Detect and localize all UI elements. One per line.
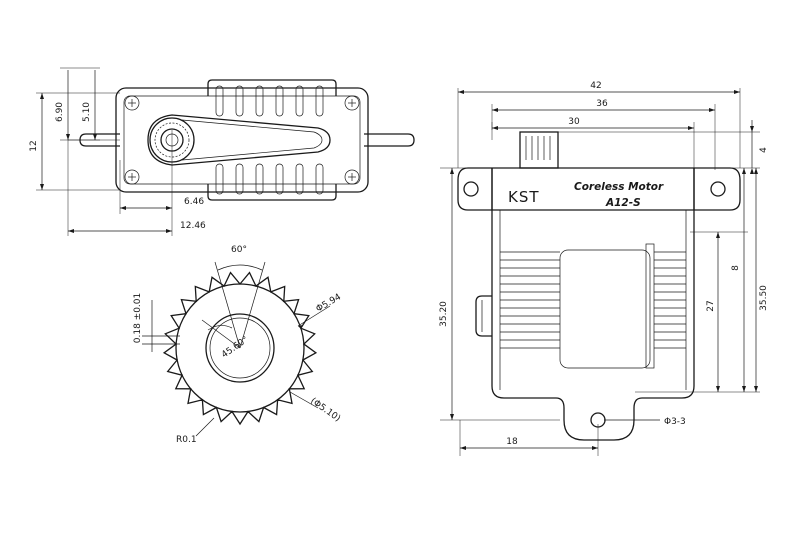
screw-icon <box>124 95 140 111</box>
servo-arm <box>147 114 331 166</box>
servo-case <box>491 168 695 441</box>
screw-icon <box>344 169 360 185</box>
dim-top-height-total: 12 <box>29 140 39 151</box>
cooling-fins-left <box>500 251 560 349</box>
model-line-2: A12-S <box>605 197 641 209</box>
gear-spline <box>162 271 318 426</box>
mount-hole-right <box>710 181 726 197</box>
dim-top-offset-large: 12.46 <box>180 221 206 231</box>
dim-gear-tooth-depth: 0.18 ±0.01 <box>133 293 143 343</box>
top-view: 12 6.90 5.10 6.46 12.46 <box>29 67 415 236</box>
model-line-1: Coreless Motor <box>574 181 664 193</box>
cooling-fins-top <box>215 85 324 117</box>
gear-view: 60° 0.18 ±0.01 Φ5.94 45.60° (Φ5.10) R0.1 <box>133 245 343 445</box>
dim-side-height-body: 27 <box>706 300 716 311</box>
mount-hole-left <box>463 181 479 197</box>
dim-side-width-mount: 36 <box>596 99 608 109</box>
gear-angle-lines <box>201 261 266 349</box>
dim-gear-outer-dia: Φ5.94 <box>315 292 344 314</box>
dim-top-offset-small: 6.46 <box>184 197 204 207</box>
dim-side-height-left: 35.20 <box>439 301 449 327</box>
screw-icon <box>344 95 360 111</box>
dim-gear-angle: 60° <box>231 245 247 255</box>
cable-exit <box>475 295 492 337</box>
screw-icon <box>124 169 140 185</box>
side-view-body: KST Coreless Motor A12-S <box>457 131 741 441</box>
dim-side-width-total: 42 <box>590 81 601 91</box>
gear-teeth <box>162 271 318 426</box>
cooling-fins-right <box>654 251 686 349</box>
dim-side-offset-bottom: 18 <box>506 437 518 447</box>
dim-top-height-upper: 6.90 <box>55 102 65 122</box>
dim-side-hole: Φ3-3 <box>664 417 686 427</box>
dim-side-gear-height: 4 <box>759 147 769 153</box>
gear-dimension-labels: 60° 0.18 ±0.01 Φ5.94 45.60° (Φ5.10) R0.1 <box>133 245 343 445</box>
dim-gear-inner-angle: 45.60° <box>220 335 251 361</box>
gear-bore <box>205 313 275 383</box>
side-view-dimension-lines <box>440 88 760 456</box>
dim-gear-fillet: R0.1 <box>176 435 197 445</box>
side-view: 42 36 30 4 8 27 35.50 35.20 18 Φ3-3 <box>439 81 769 456</box>
bottom-mount-hole <box>590 412 606 428</box>
dim-top-height-axis: 5.10 <box>82 102 92 122</box>
dim-side-width-body: 30 <box>568 117 580 127</box>
brand-logo: KST <box>508 188 540 206</box>
output-shaft <box>149 117 195 163</box>
gear-dimension-lines <box>142 300 331 437</box>
top-view-dimension-lines <box>36 67 173 236</box>
dim-side-height-mid: 8 <box>731 265 741 271</box>
dim-gear-root-dia: (Φ5.10) <box>308 396 342 424</box>
mounting-flange <box>457 167 741 211</box>
top-view-dimension-labels: 12 6.90 5.10 6.46 12.46 <box>29 102 206 231</box>
top-view-body <box>79 79 415 201</box>
cooling-fins-bottom <box>215 163 324 195</box>
dim-side-height-right: 35.50 <box>759 285 769 311</box>
side-view-dimension-labels: 42 36 30 4 8 27 35.50 35.20 18 Φ3-3 <box>439 81 769 447</box>
